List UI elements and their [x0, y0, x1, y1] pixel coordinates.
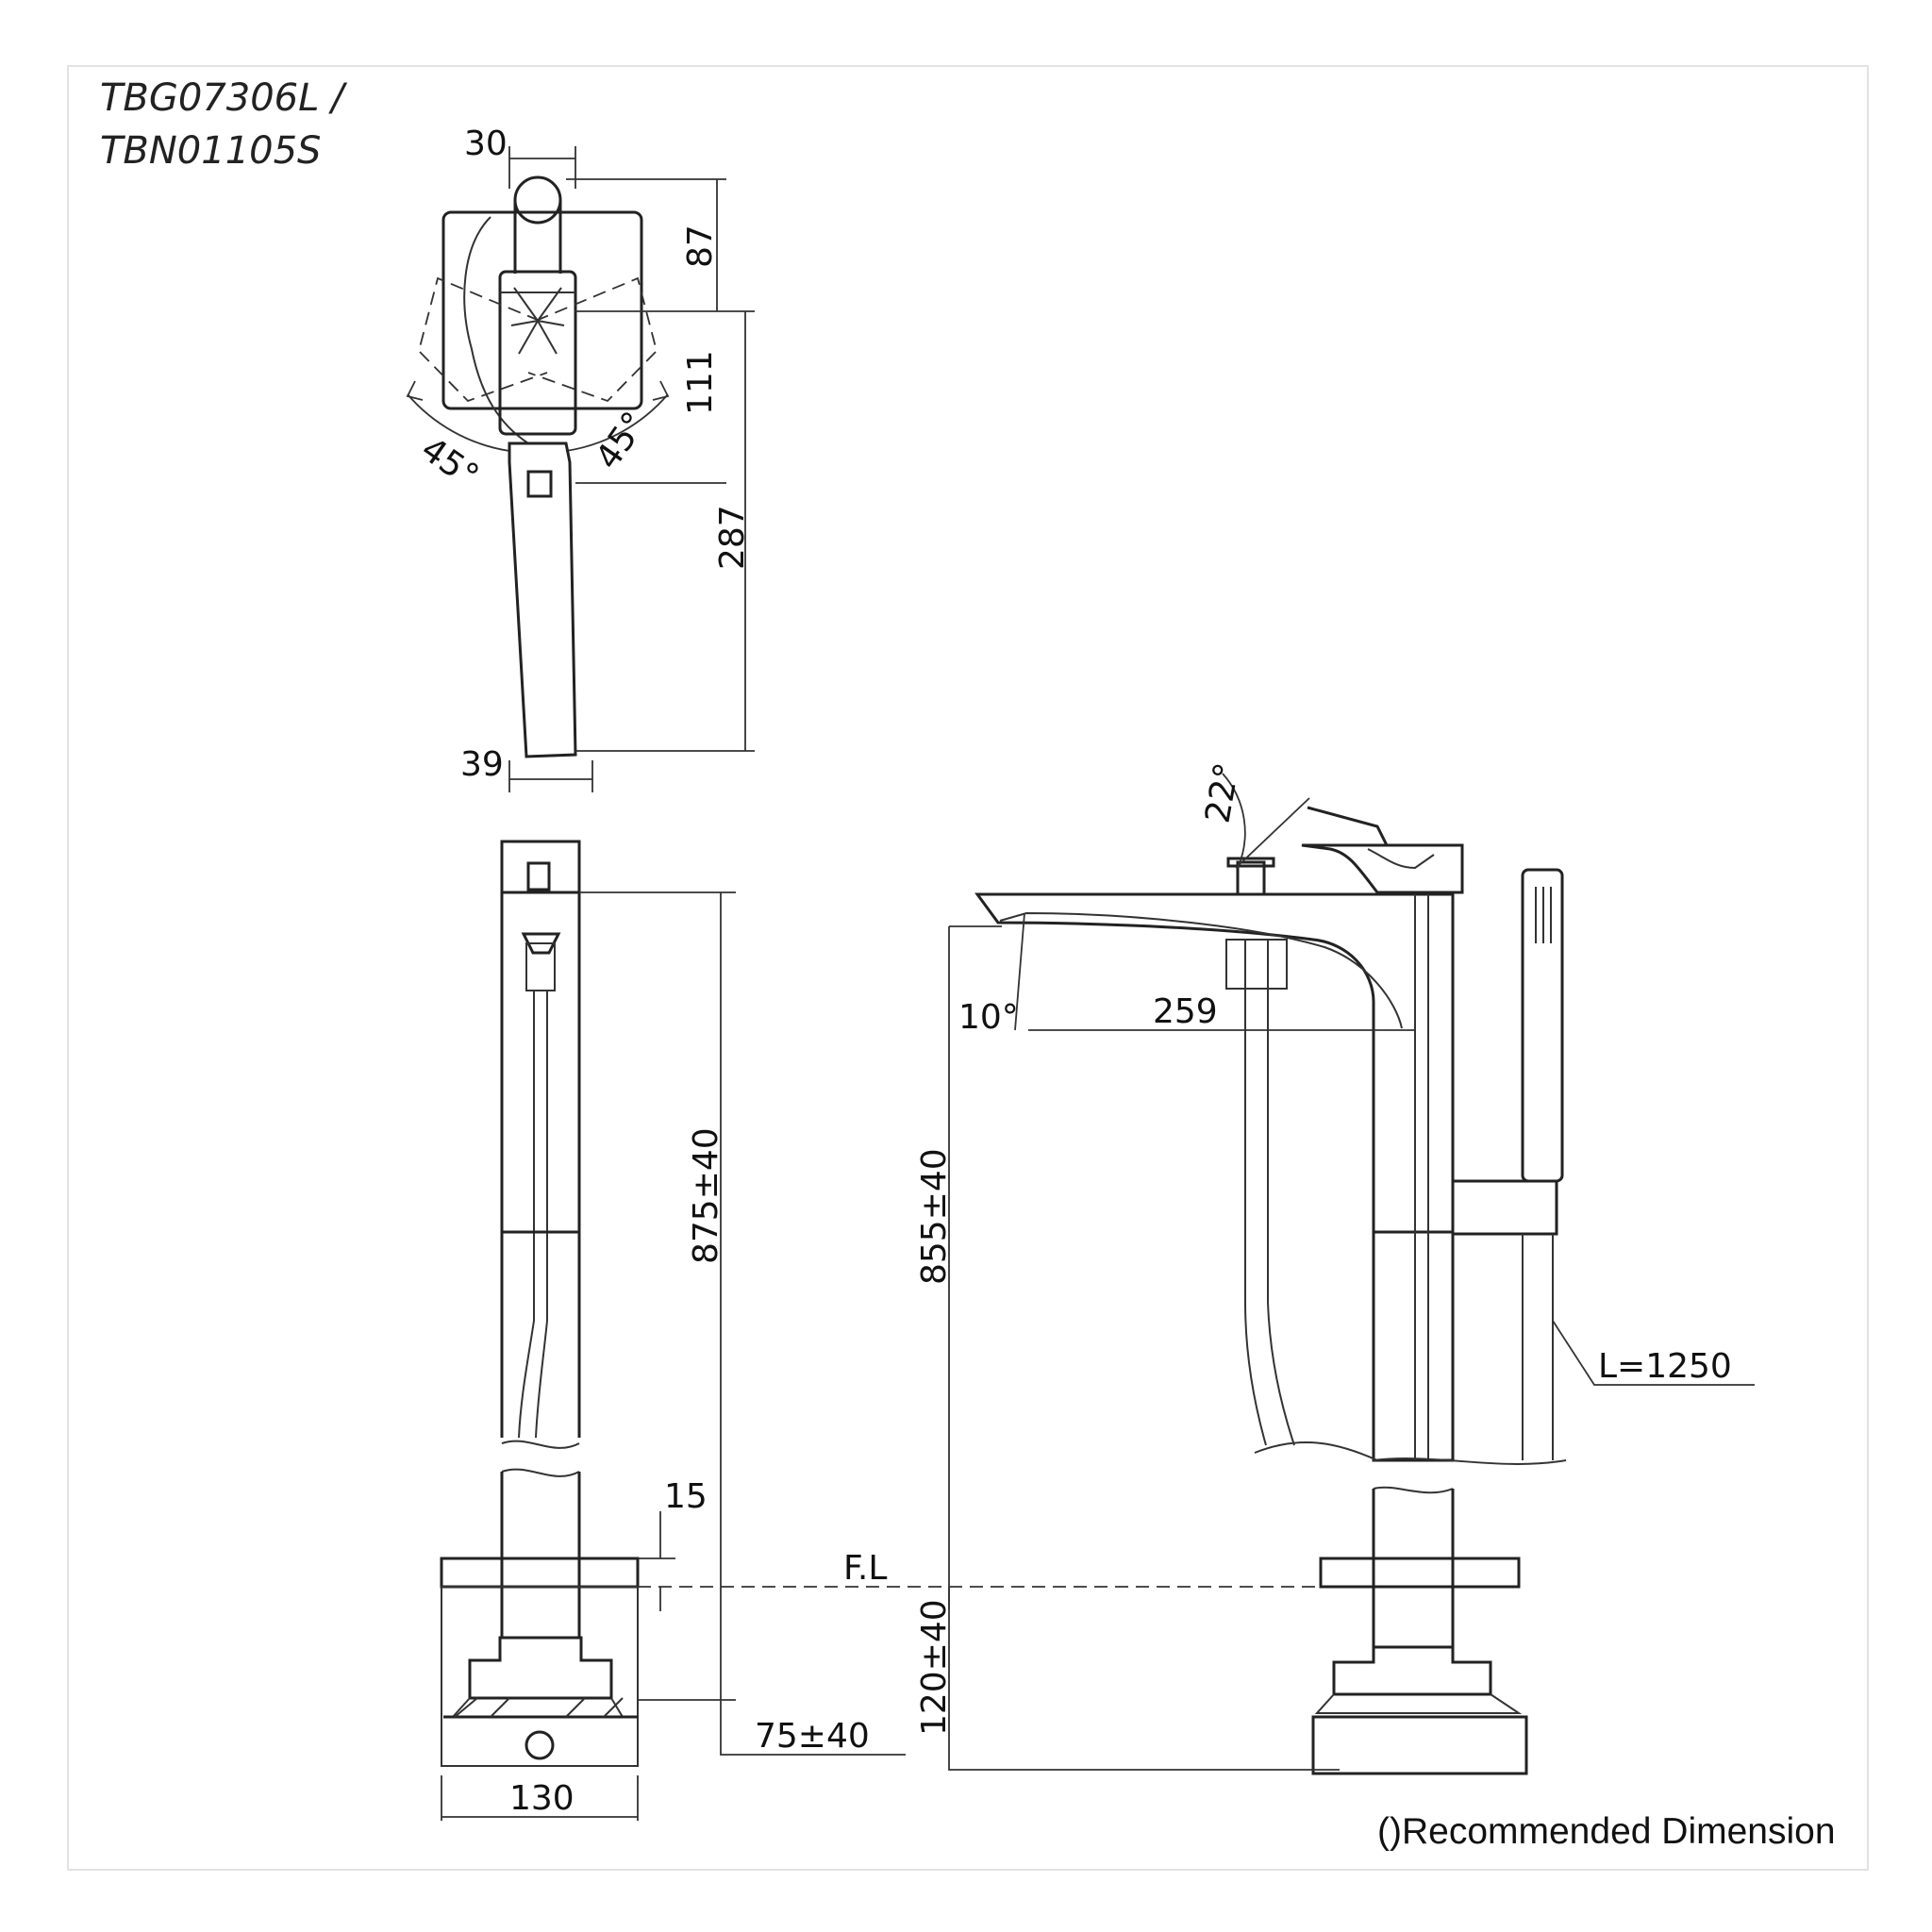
- front-view-mount-bracket: [468, 1636, 613, 1700]
- front-view: [440, 840, 1340, 1821]
- top-view-hose-outlet: [513, 175, 562, 225]
- side-view-rough-in-box: [1311, 1715, 1528, 1775]
- side-view-diverter-knob: [1236, 860, 1266, 896]
- side-view-break-line: [1373, 1457, 1567, 1465]
- side-view-lever: [1301, 843, 1464, 894]
- front-view-hose: [533, 991, 548, 1321]
- side-view-spout-body: [974, 892, 1455, 1462]
- front-view-column: [500, 892, 581, 1438]
- page-frame: [67, 65, 1869, 1871]
- side-view-mount-bracket: [1332, 1645, 1492, 1696]
- front-view-break-line: [501, 1440, 580, 1449]
- dim-hose-length: L=1250: [1598, 1347, 1732, 1386]
- top-view-diverter-button: [526, 470, 553, 498]
- angle-left-label: 45°: [414, 430, 486, 496]
- dim-spout-reach: 259: [1153, 992, 1218, 1031]
- dim-center-to-handle-end: 111: [681, 350, 720, 415]
- dim-side-depth: 120±40: [915, 1599, 954, 1736]
- dim-handle-to-center: 87: [681, 225, 720, 268]
- front-view-supply-inlet: [525, 1730, 555, 1760]
- top-view-handle: [498, 270, 577, 436]
- dim-lever-angle: 22°: [1198, 760, 1246, 826]
- side-view-handshower-holder: [1451, 1179, 1558, 1236]
- model-number-1: TBG07306L /: [100, 76, 344, 120]
- dim-flange-thickness: 15: [664, 1477, 708, 1516]
- front-view-rough-in-box: [441, 1586, 639, 1767]
- top-view-mounting-plate: [441, 210, 643, 410]
- side-view-floor-flange: [1319, 1557, 1521, 1589]
- dim-spout-angle: 10°: [958, 998, 1019, 1037]
- recommended-dimension-note: ()Recommended Dimension: [1377, 1811, 1836, 1852]
- side-view: [948, 773, 1755, 1775]
- top-view-spout: [508, 441, 577, 758]
- dim-front-height: 875±40: [687, 1127, 725, 1264]
- dim-side-height: 855±40: [915, 1148, 954, 1285]
- side-view-hose: [1522, 1234, 1554, 1460]
- top-view: [406, 146, 755, 792]
- side-view-internal-hose: [1244, 940, 1269, 1302]
- front-view-floor-flange: [440, 1557, 640, 1589]
- top-view-handle-left-position: [418, 276, 548, 403]
- dim-spout-tip-width: 39: [460, 745, 504, 784]
- floor-level-label: F.L: [843, 1549, 887, 1588]
- dim-base-width: 130: [509, 1779, 575, 1818]
- top-view-hose-curve: [463, 216, 529, 444]
- front-view-handle: [500, 840, 581, 894]
- front-view-diverter: [526, 861, 551, 891]
- dim-handle-offset: 30: [464, 125, 508, 163]
- dim-spout-length: 287: [713, 505, 752, 570]
- top-view-handle-right-position: [527, 276, 658, 403]
- dim-front-depth: 75±40: [755, 1717, 870, 1756]
- model-number-2: TBN01105S: [100, 129, 322, 173]
